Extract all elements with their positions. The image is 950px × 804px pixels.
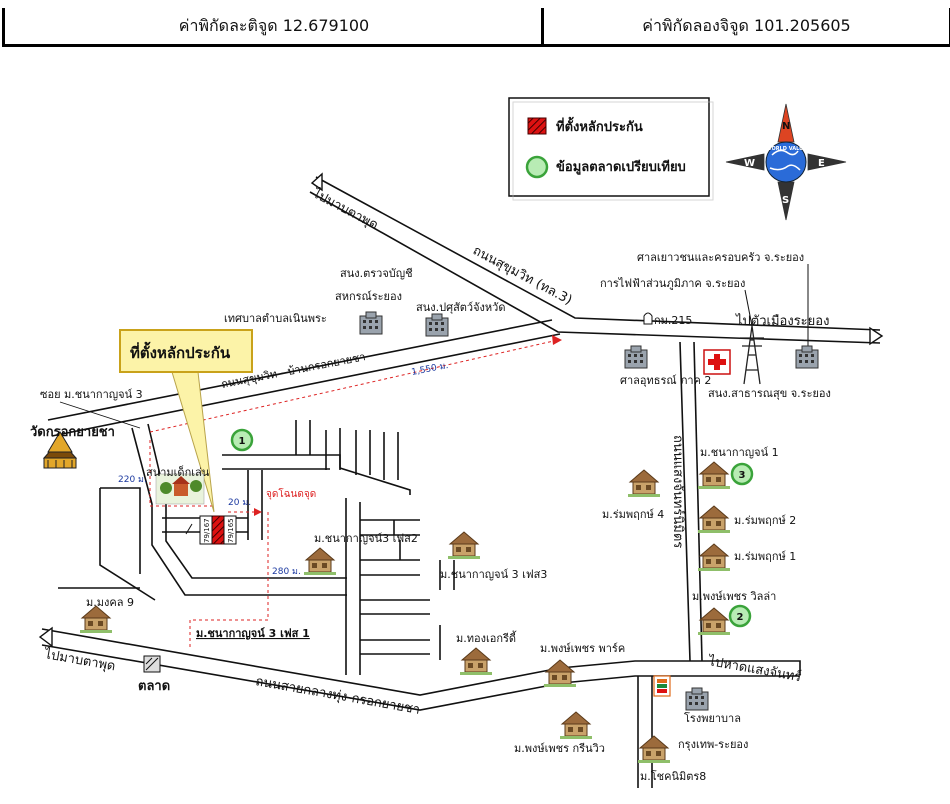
audit-office-icon (359, 311, 383, 335)
playground-icon (155, 473, 205, 505)
place-hospital-2: กรุงเทพ-ระยอง (678, 738, 748, 751)
phase-label: ม.ชนากาญจน์ 3 เฟส 1 (196, 627, 310, 640)
place-playground: สนามเด็กเล่น (146, 465, 210, 479)
seven-eleven-icon (653, 675, 671, 697)
road-label-saeng-chan: ถนนแสงจันทร์นิมิตร (670, 435, 686, 548)
place-court: ศาลอุทธรณ์ ภาค 2 (620, 374, 711, 387)
village-icon (627, 469, 661, 498)
village-label-4: ม.ร่มพฤกษ์ 4 (602, 508, 664, 521)
place-audit: สนง.ตรวจบัญชี (340, 267, 413, 280)
svg-text:กม.215: กม.215 (654, 314, 692, 327)
coordinate-header: ค่าพิกัดละติจูด 12.679100 ค่าพิกัดลองจิจ… (0, 0, 950, 48)
compass-north: N (782, 121, 790, 132)
village-icon (447, 531, 481, 560)
village-label-1: ม.ชนากาญจน์ 1 (700, 446, 779, 459)
place-hospital-1: โรงพยาบาล (684, 711, 741, 725)
place-municipality: เทศบาลตำบลเนินพระ (224, 312, 327, 325)
village-label-5: ม.พงษ์เพชร วิลล่า (692, 590, 776, 603)
compass-south: S (782, 195, 789, 206)
direction-ta-phut-bottom: ไปมาบตาพุด (42, 646, 116, 674)
compass-badge: WORLD VALUATION (766, 146, 820, 152)
soi-label: ซอย ม.ชนากาญจน์ 3 (40, 388, 143, 401)
plot-number-1: 79/167 (203, 518, 211, 543)
village-label-8: ม.มงคล 9 (86, 596, 134, 609)
distance-280: 280 ม. (272, 567, 301, 577)
distance-lines (149, 339, 559, 648)
place-coop: สหกรณ์ระยอง (335, 290, 402, 303)
power-tower-icon (740, 325, 764, 385)
village-label-12: ม.โชคนิมิตร8 (640, 769, 706, 783)
svg-text:1: 1 (239, 436, 246, 447)
livestock-office-icon (425, 313, 449, 337)
junction-label: จุดโฉนดจุด (266, 487, 316, 500)
distance-arrow (552, 335, 562, 345)
village-icon (697, 461, 731, 490)
village-label-3: ม.ร่มพฤกษ์ 1 (734, 550, 796, 563)
callout-label: ที่ตั้งหลักประกัน (130, 341, 231, 362)
road-arrows (38, 172, 884, 648)
leader-line (744, 289, 753, 327)
village-icon (459, 647, 493, 676)
km-marker: กม.215 (643, 312, 692, 327)
latitude-label: ค่าพิกัดละติจูด 12.679100 (2, 8, 543, 47)
village-label-11: ม.พงษ์เพชร กรีนวิว (514, 742, 605, 755)
village-icon (79, 605, 113, 634)
village-label-9: ม.ทองเอกรีดี้ (456, 630, 517, 645)
road-network (41, 176, 881, 788)
village-label-7: ม.ชนากาญจน์ 3 เฟส3 (440, 568, 547, 581)
place-youth-court: ศาลเยาวชนและครอบครัว จ.ระยอง (637, 251, 804, 264)
place-market: ตลาด (138, 679, 170, 694)
youth-court-icon (795, 345, 819, 369)
red-cross-icon (703, 349, 731, 375)
village-icon (637, 735, 671, 764)
subject-callout: ที่ตั้งหลักประกัน (119, 329, 253, 513)
soi-leader (59, 401, 141, 429)
plot-number-2: 79/165 (227, 518, 235, 543)
court-icon (624, 345, 648, 369)
temple-icon (42, 431, 78, 469)
village-icon (303, 547, 337, 576)
compass-west: W (744, 158, 755, 169)
direction-beach: ไปหาดแสงจันทร์ (706, 653, 802, 685)
hospital-icon (685, 687, 709, 711)
direction-rayong: ไปตัวเมืองระยอง (735, 313, 829, 329)
road-label-sukhumvit: ถนนสุขุมวิท (ทล.3) (470, 243, 574, 308)
subject-plot: 79/167 79/165 (185, 515, 237, 545)
legend-subject-swatch (527, 117, 547, 135)
village-icon (559, 711, 593, 740)
legend-comparable-marker (525, 155, 549, 179)
place-pea: การไฟฟ้าส่วนภูมิภาค จ.ระยอง (600, 277, 745, 290)
village-icon (543, 659, 577, 688)
comparable-marker-3: 3 (730, 462, 754, 486)
village-icon (697, 505, 731, 534)
compass-rose-icon: N S W E WORLD VALUATION (725, 103, 847, 221)
place-health: สนง.สาธารณสุข จ.ระยอง (708, 387, 831, 400)
place-temple: วัดกรอกยายชา (30, 425, 115, 440)
distance-20: 20 ม. (228, 498, 251, 508)
village-icon (697, 543, 731, 572)
distance-arrow (254, 508, 262, 516)
village-icon (697, 607, 731, 636)
legend-comparable-label: ข้อมูลตลาดเปรียบเทียบ (556, 159, 686, 175)
svg-text:3: 3 (739, 470, 746, 481)
village-label-10: ม.พงษ์เพชร พาร์ค (540, 642, 625, 655)
comparable-marker-2: 2 (728, 604, 752, 628)
compass-east: E (818, 158, 825, 169)
village-label-2: ม.ร่มพฤกษ์ 2 (734, 514, 796, 527)
comparable-marker-1: 1 (230, 428, 254, 452)
market-icon (143, 655, 161, 673)
svg-text:2: 2 (737, 612, 744, 623)
place-livestock: สนง.ปศุสัตว์จังหวัด (416, 301, 506, 314)
distance-220: 220 ม. (118, 475, 147, 485)
legend: ที่ตั้งหลักประกัน ข้อมูลตลาดเปรียบเทียบ (508, 97, 714, 201)
legend-subject-label: ที่ตั้งหลักประกัน (556, 116, 643, 135)
village-label-6: ม.ชนากาญจน์3 เฟส2 (314, 532, 418, 545)
